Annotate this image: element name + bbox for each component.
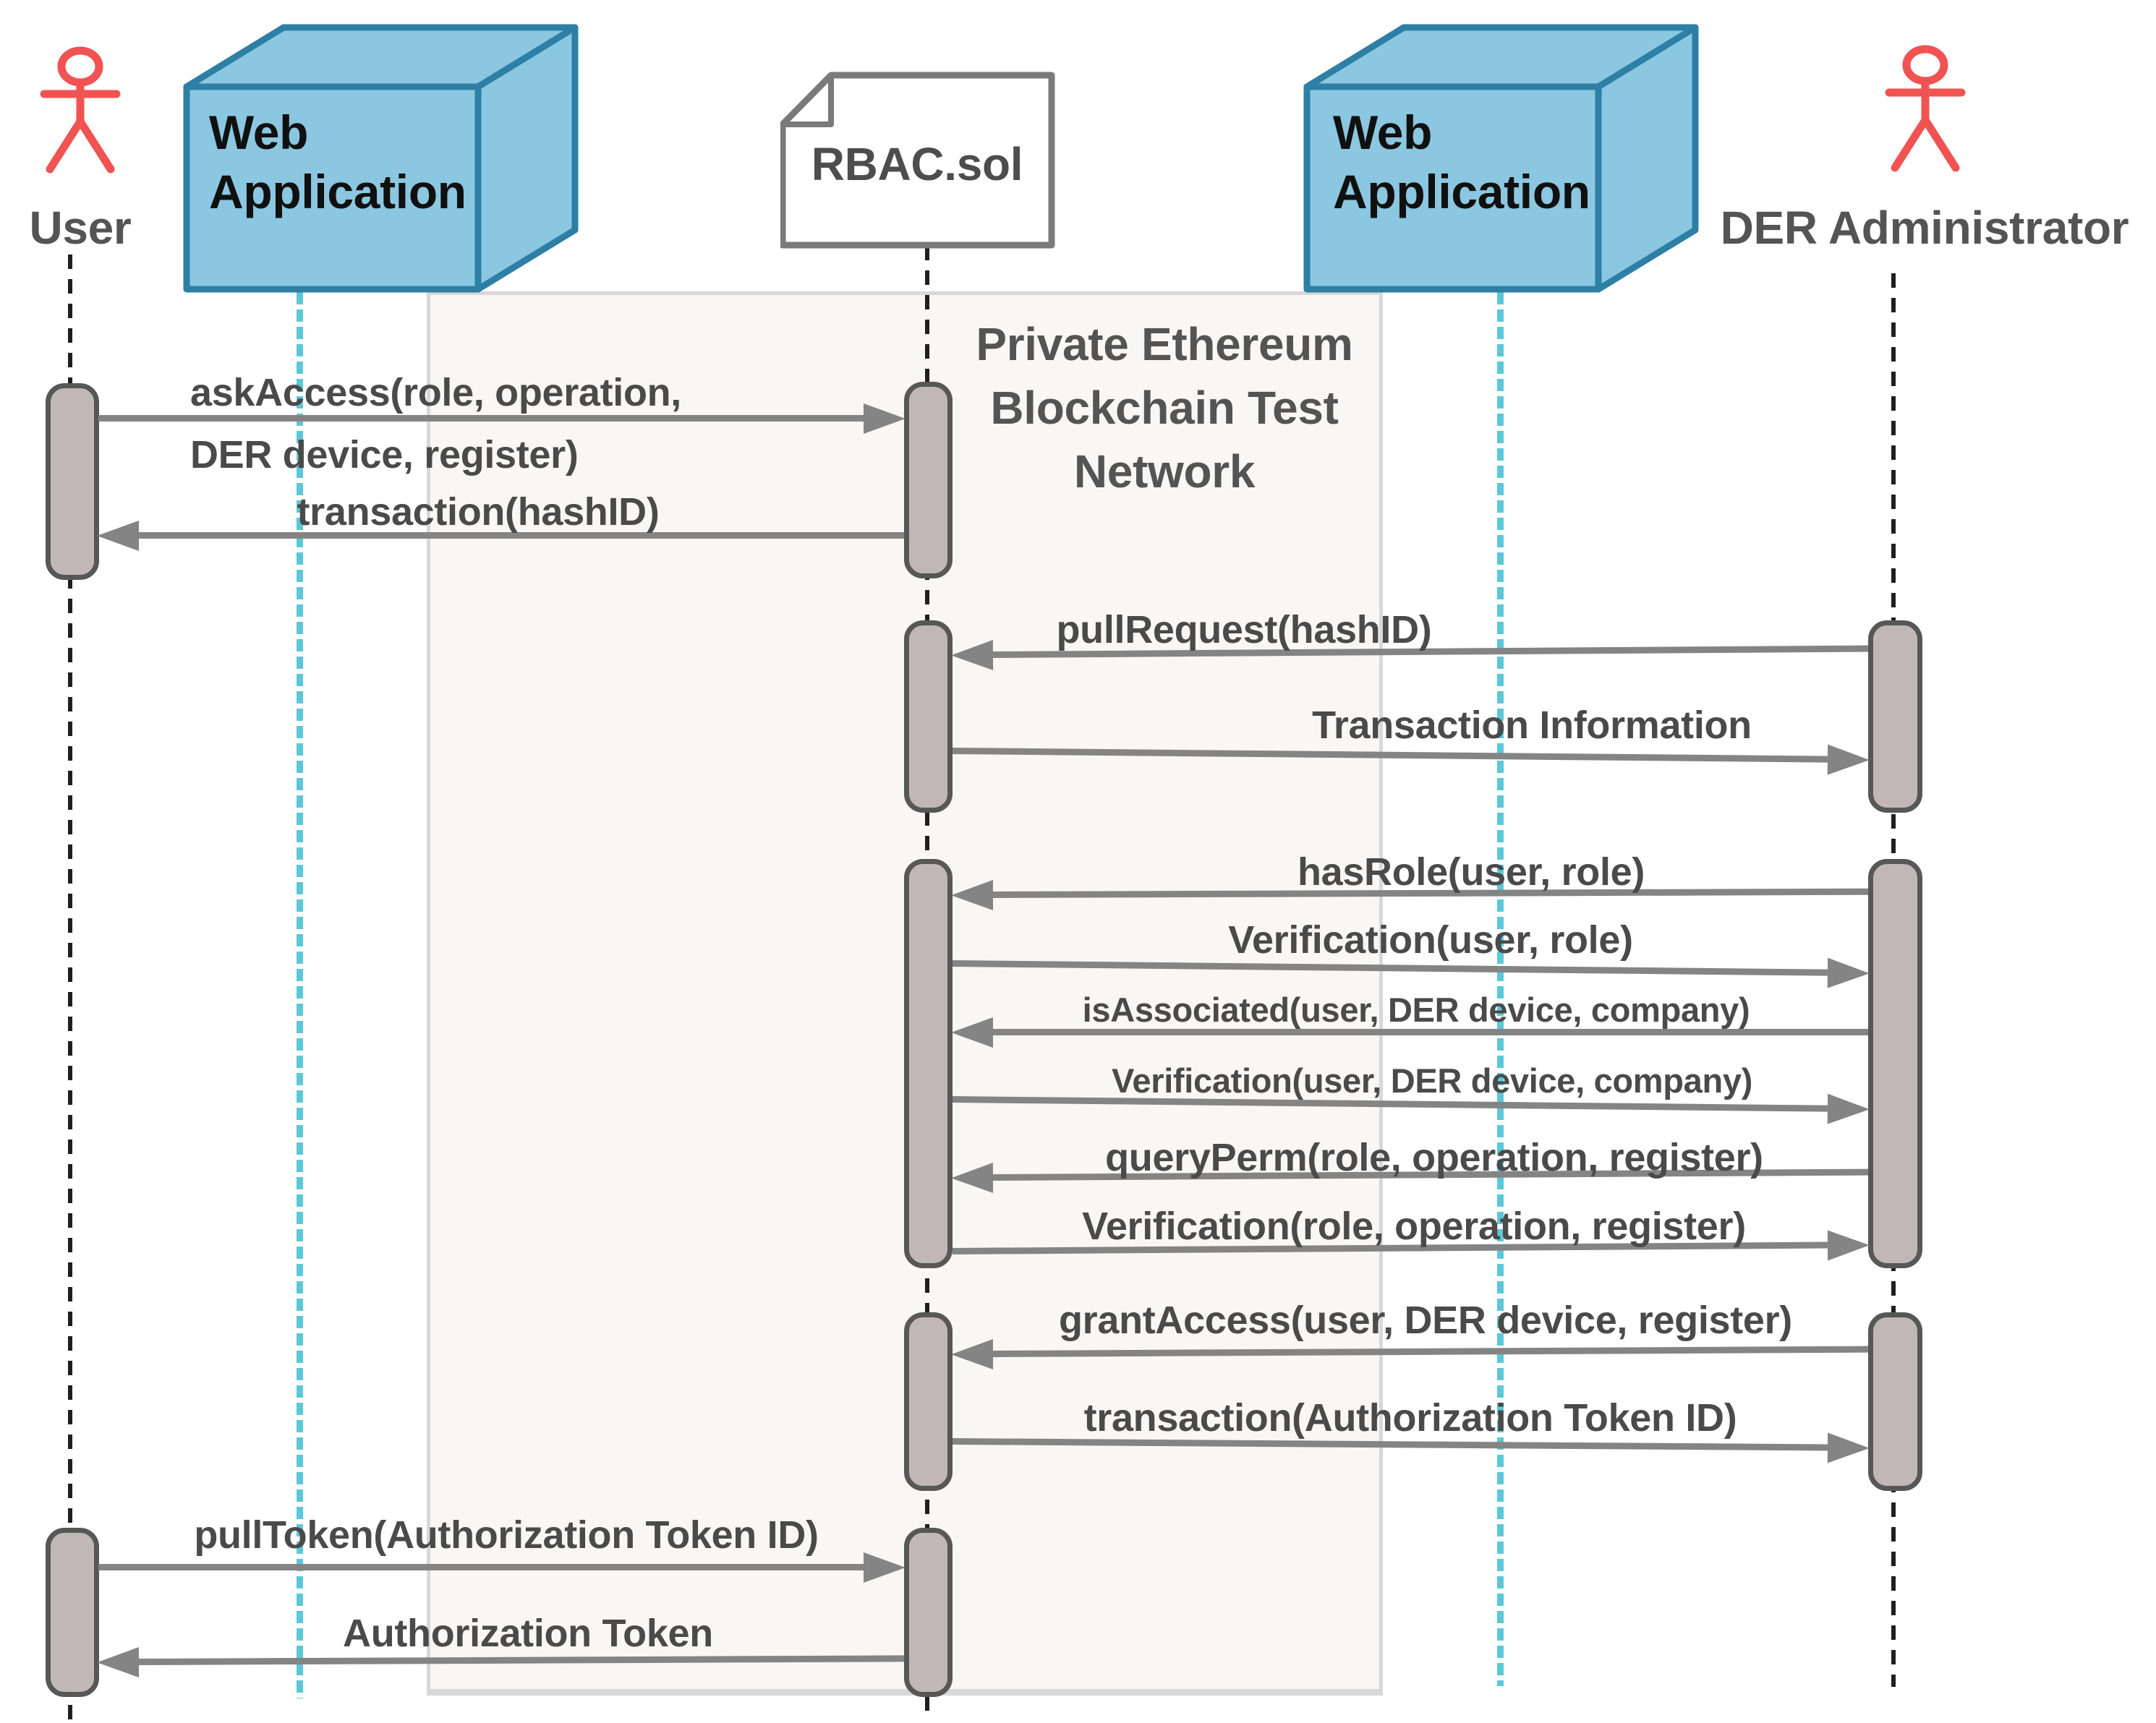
message-label-queryperm: queryPerm(role, operation, register) <box>1105 1136 1763 1179</box>
blockchain-region-label: Private Ethereum Blockchain Test Network <box>937 312 1392 503</box>
user-label: User <box>29 202 132 254</box>
rbac-label: RBAC.sol <box>811 138 1023 190</box>
webapp2-label-line2: Application <box>1333 165 1590 218</box>
activation-bar-rbac-2 <box>904 620 953 813</box>
message-label-verification-user-der-company: Verification(user, DER device, company) <box>1111 1061 1753 1100</box>
message-label-pulltoken: pullToken(Authorization Token ID) <box>194 1513 819 1557</box>
webapp1-label-line2: Application <box>209 165 466 218</box>
admin-actor-icon <box>1885 45 1966 172</box>
message-label-authorization-token: Authorization Token <box>343 1612 713 1655</box>
region-label-line: Private Ethereum <box>976 318 1353 370</box>
activation-bar-user-1 <box>46 383 99 580</box>
message-label-transaction-hashid: transaction(hashID) <box>297 490 660 534</box>
message-label-transaction-information: Transaction Information <box>1312 704 1752 747</box>
admin-label: DER Administrator <box>1720 202 2129 254</box>
message-label-verification-role-op-reg: Verification(role, operation, register) <box>1082 1205 1746 1248</box>
webapp2-label-line1: Web <box>1333 106 1433 159</box>
activation-bar-admin-2 <box>1868 859 1922 1268</box>
message-arrow-isassociated <box>951 1017 1868 1048</box>
activation-bar-admin-1 <box>1868 620 1922 813</box>
message-label-pullrequest: pullRequest(hashID) <box>1056 608 1432 651</box>
message-label-askAccess-line2: DER device, register) <box>190 433 579 476</box>
activation-bar-user-2 <box>46 1528 99 1697</box>
rbac-document-icon <box>780 72 1055 249</box>
webapp1-label: Web Application <box>209 103 466 221</box>
region-label-line: Blockchain Test <box>990 382 1339 434</box>
message-label-transaction-auth-token: transaction(Authorization Token ID) <box>1083 1396 1737 1440</box>
message-label-grantaccess: grantAccess(user, DER device, register) <box>1059 1299 1792 1342</box>
message-arrow-askAccess <box>98 403 906 434</box>
activation-bar-rbac-1 <box>904 382 953 578</box>
webapp1-node <box>183 24 579 293</box>
activation-bar-rbac-4 <box>904 1312 953 1491</box>
region-label-line: Network <box>1073 445 1256 497</box>
message-label-askAccess-line1: askAccess(role, operation, <box>190 371 681 414</box>
webapp2-node <box>1303 24 1699 293</box>
message-label-isassociated: isAssociated(user, DER device, company) <box>1082 991 1750 1029</box>
activation-bar-admin-3 <box>1868 1312 1922 1491</box>
webapp2-label: Web Application <box>1333 103 1590 221</box>
message-arrow-transaction-hashid <box>97 520 904 551</box>
webapp1-lifeline <box>297 292 303 1698</box>
message-label-hasrole: hasRole(user, role) <box>1297 850 1645 894</box>
webapp1-label-line1: Web <box>209 106 309 159</box>
activation-bar-rbac-3 <box>904 859 953 1268</box>
message-label-verification-user-role: Verification(user, role) <box>1228 918 1633 962</box>
user-actor-icon <box>40 46 121 174</box>
activation-bar-rbac-5 <box>904 1528 953 1697</box>
message-arrow-pulltoken <box>98 1552 906 1583</box>
user-lifeline <box>68 255 72 1721</box>
webapp2-lifeline <box>1497 292 1504 1686</box>
